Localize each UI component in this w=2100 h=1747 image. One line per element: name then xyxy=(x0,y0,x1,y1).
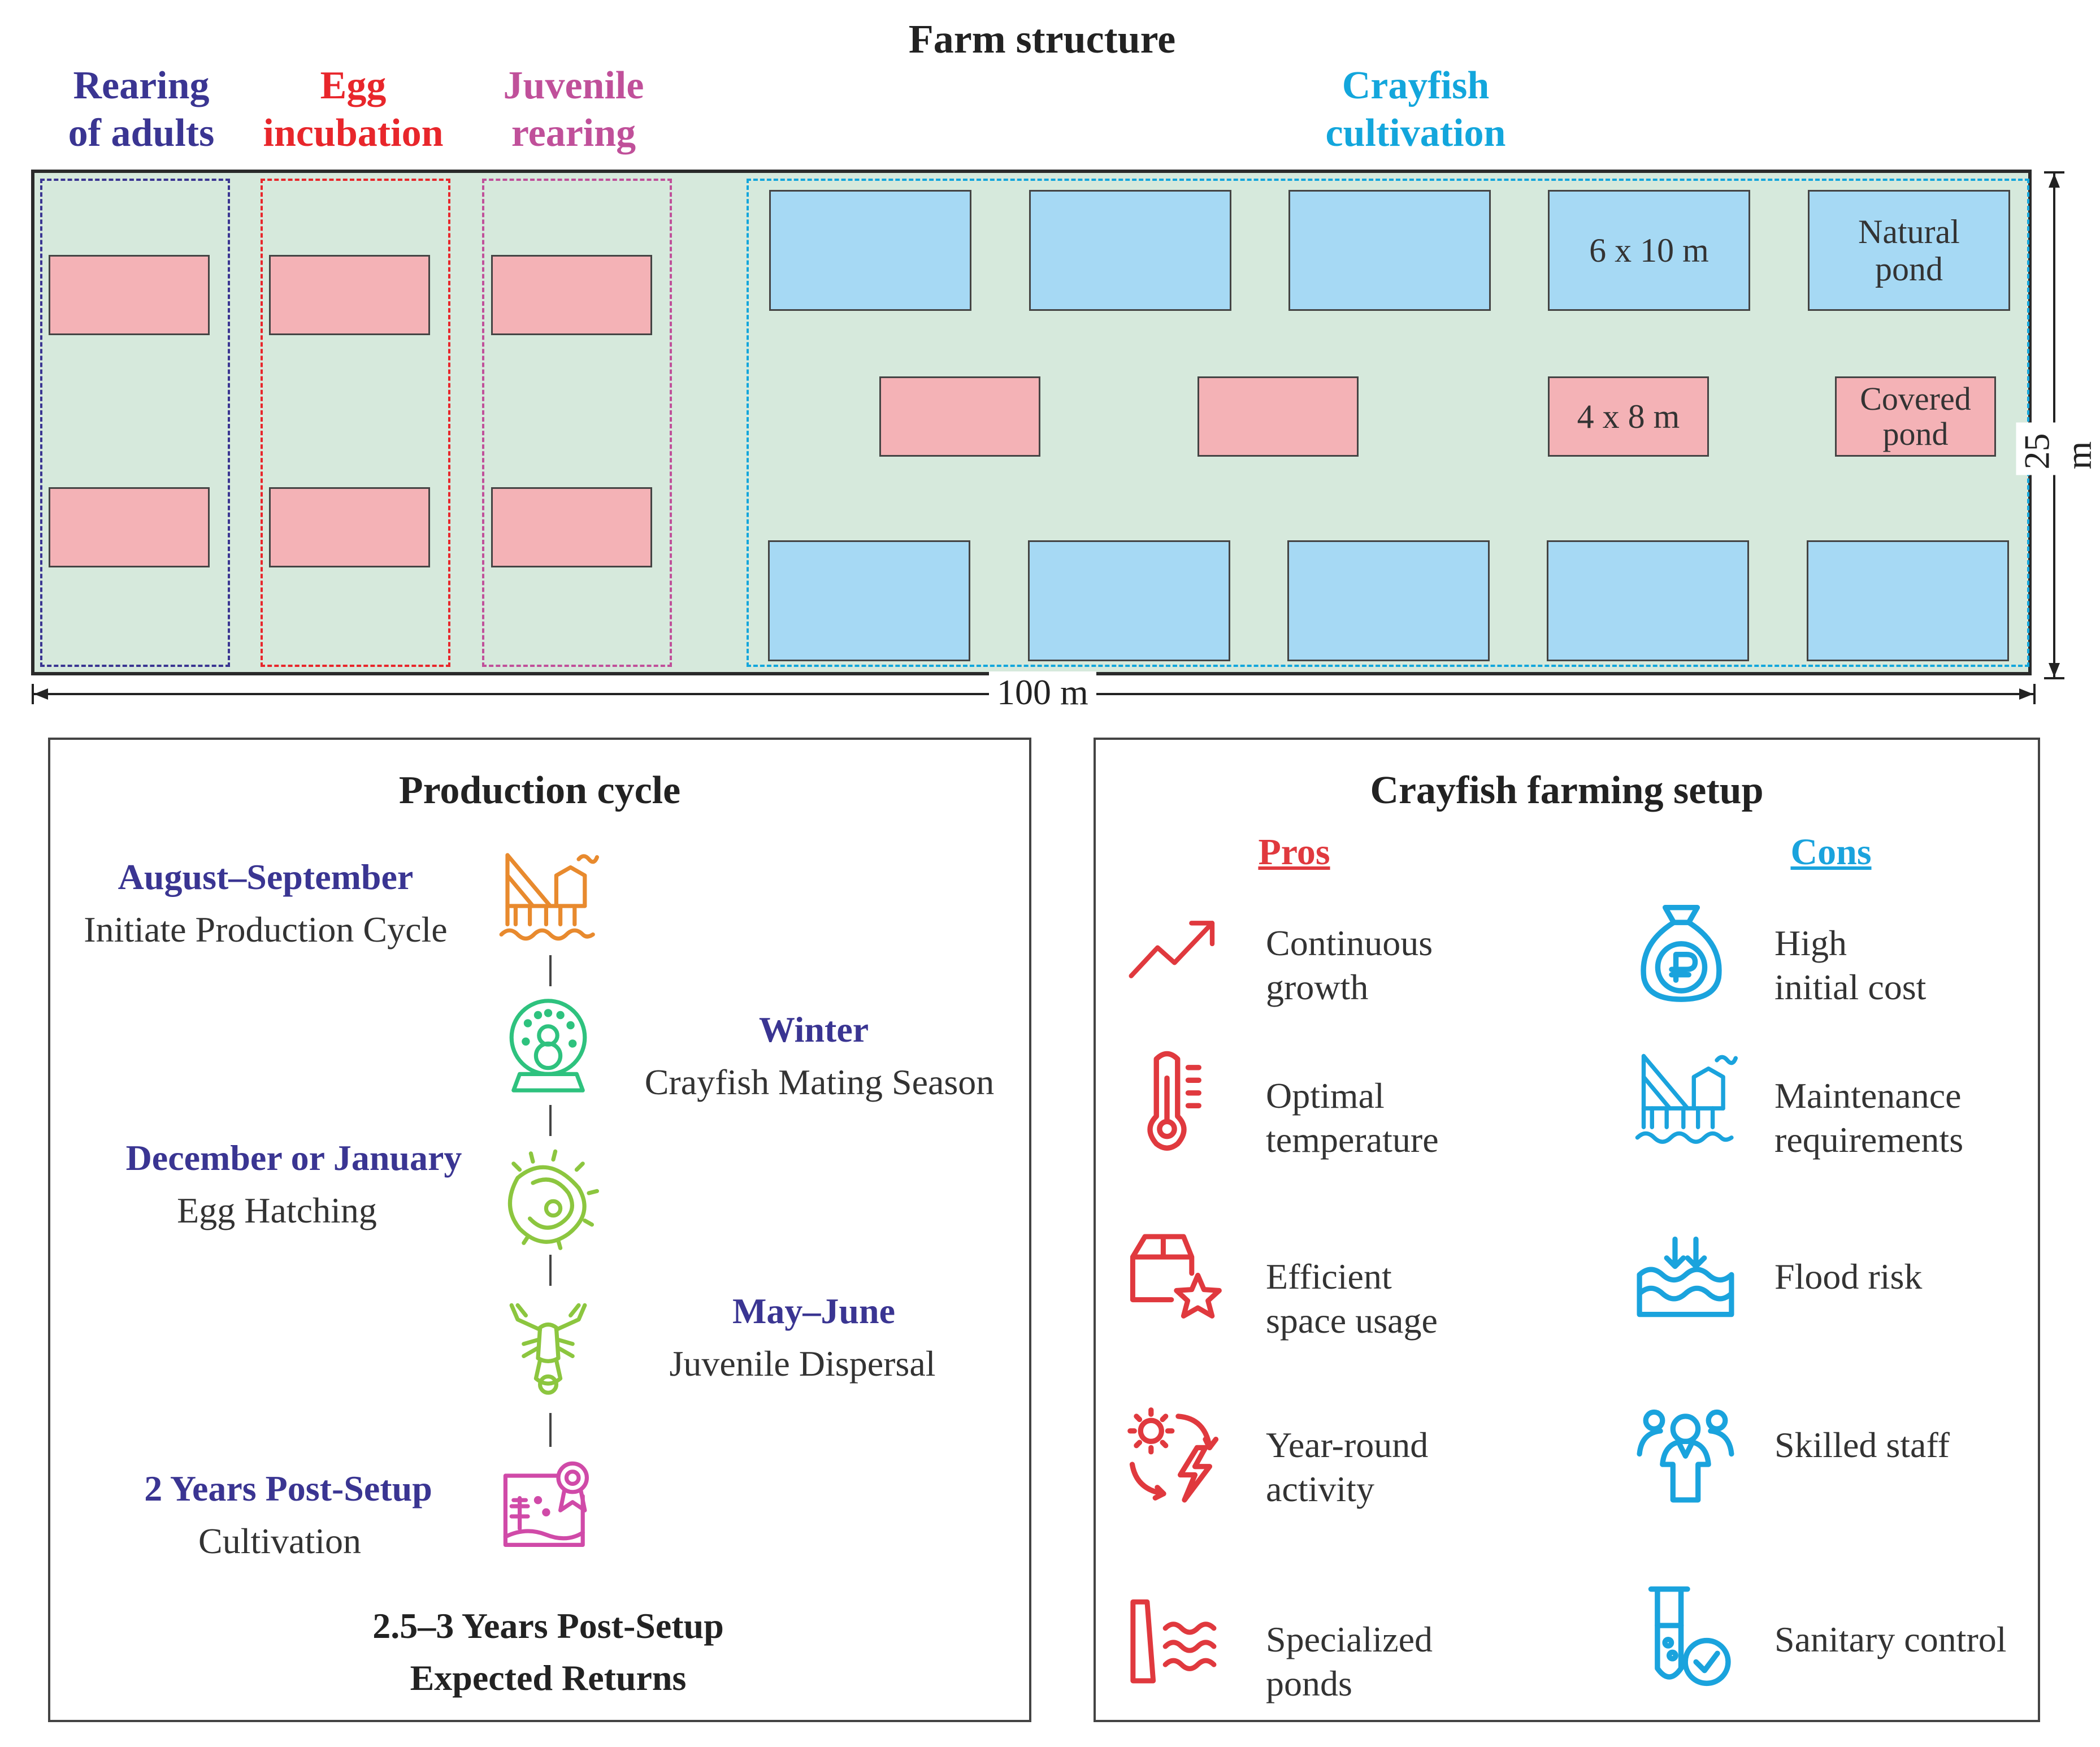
pro-2-text: Optimal temperature xyxy=(1266,1076,1439,1160)
pro-3-text: Efficient space usage xyxy=(1266,1256,1438,1341)
zone-egg-incubation xyxy=(261,179,450,667)
stage-5-desc: Cultivation xyxy=(198,1521,361,1561)
timeline-connector xyxy=(549,955,552,986)
timeline-connector xyxy=(549,1105,552,1136)
stage-5-date: 2 Years Post-Setup xyxy=(144,1468,432,1508)
farm-width-label: 25 m xyxy=(2016,422,2100,475)
pond-size-6x10-label: 6 x 10 m xyxy=(1589,232,1709,269)
oil-rig-icon xyxy=(1635,1054,1738,1144)
dimension-arrows xyxy=(32,171,2064,704)
trend-up-icon xyxy=(1129,921,1215,978)
cons-heading: Cons xyxy=(1790,831,1872,873)
stage-3-date: December or January xyxy=(125,1138,462,1178)
egg-hatching-icon xyxy=(507,1149,599,1250)
pro-5-text: Specialized ponds xyxy=(1266,1619,1433,1703)
pond-covered: Covered pond xyxy=(1835,376,1996,457)
pond-cultivation-bottom-4 xyxy=(1547,540,1749,661)
pond-size-4x8: 4 x 8 m xyxy=(1548,376,1709,457)
pro-4-text: Year-round activity xyxy=(1266,1425,1429,1509)
pond-cultivation-bottom-2 xyxy=(1028,540,1230,661)
pond-juvenile-1 xyxy=(491,255,652,335)
oil-rig-icon xyxy=(499,853,599,941)
farm-structure-title: Farm structure xyxy=(908,16,1176,62)
pond-cultivation-top-2 xyxy=(1029,190,1231,311)
stage-4-desc: Juvenile Dispersal xyxy=(669,1343,936,1384)
stage-3-desc: Egg Hatching xyxy=(177,1190,377,1230)
pond-cultivation-bottom-5 xyxy=(1807,540,2009,661)
production-cycle-panel: Production cycle xyxy=(48,738,1031,1722)
test-tube-icon xyxy=(1648,1586,1731,1687)
crayfish-icon xyxy=(509,1303,587,1395)
farming-setup-title: Crayfish farming setup xyxy=(1370,769,1764,812)
zone-rearing-adults xyxy=(40,179,230,667)
box-star-icon xyxy=(1130,1234,1222,1319)
farm-layout: 6 x 10 m Natural pond 4 x 8 m Covered po… xyxy=(31,170,2032,675)
final-stage-line2: Expected Returns xyxy=(410,1658,687,1698)
con-2-text: Maintenance requirements xyxy=(1774,1076,1964,1160)
farming-setup-panel: Crayfish farming setup xyxy=(1094,738,2040,1722)
con-1-text: High initial cost xyxy=(1774,923,1927,1007)
pond-natural-label: Natural pond xyxy=(1858,213,1960,288)
certificate-icon xyxy=(503,1461,589,1547)
pond-covered-label: Covered pond xyxy=(1860,380,1971,452)
pond-adults-2 xyxy=(49,487,210,567)
pond-cultivation-bottom-3 xyxy=(1287,540,1490,661)
pond-cultivation-top-3 xyxy=(1288,190,1491,311)
stage-1-desc: Initiate Production Cycle xyxy=(84,909,448,950)
pond-egg-1 xyxy=(269,255,430,335)
pond-cultivation-mid-2 xyxy=(1197,376,1359,457)
sun-energy-icon xyxy=(1127,1407,1219,1503)
snow-globe-icon xyxy=(509,999,587,1093)
pond-cultivation-top-1 xyxy=(769,190,971,311)
team-icon xyxy=(1637,1409,1734,1503)
pond-size-4x8-label: 4 x 8 m xyxy=(1577,398,1680,435)
pros-heading: Pros xyxy=(1258,831,1330,873)
stage-2-date: Winter xyxy=(758,1009,869,1050)
stage-2-desc: Crayfish Mating Season xyxy=(644,1062,995,1102)
con-4-text: Skilled staff xyxy=(1774,1425,1950,1465)
pond-egg-2 xyxy=(269,487,430,567)
pond-cultivation-bottom-1 xyxy=(768,540,970,661)
pro-1-text: Continuous growth xyxy=(1266,923,1433,1007)
stage-4-date: May–June xyxy=(732,1291,895,1331)
section-label-adults: Rearing of adults xyxy=(68,64,215,155)
con-5-text: Sanitary control xyxy=(1774,1619,2007,1659)
section-label-egg-incubation: Egg incubation xyxy=(263,64,444,155)
pond-adults-1 xyxy=(49,255,210,335)
production-cycle-title: Production cycle xyxy=(398,769,681,812)
final-stage-line1: 2.5–3 Years Post-Setup xyxy=(372,1606,724,1646)
flood-icon xyxy=(1637,1236,1734,1317)
farm-length-label: 100 m xyxy=(989,671,1096,713)
timeline-connector xyxy=(549,1413,552,1447)
thermometer-icon xyxy=(1147,1051,1201,1151)
timeline-connector xyxy=(549,1255,552,1286)
pond-size-6x10: 6 x 10 m xyxy=(1548,190,1750,311)
dam-water-icon xyxy=(1130,1599,1217,1684)
pond-natural: Natural pond xyxy=(1808,190,2010,311)
stage-1-date: August–September xyxy=(118,857,414,897)
con-3-text: Flood risk xyxy=(1774,1256,1923,1297)
section-label-juvenile-rearing: Juvenile rearing xyxy=(503,64,644,155)
money-bag-icon xyxy=(1641,904,1722,1002)
section-label-crayfish-cultivation: Crayfish cultivation xyxy=(1325,64,1506,155)
zone-juvenile-rearing xyxy=(482,179,672,667)
pond-cultivation-mid-1 xyxy=(879,376,1040,457)
pond-juvenile-2 xyxy=(491,487,652,567)
